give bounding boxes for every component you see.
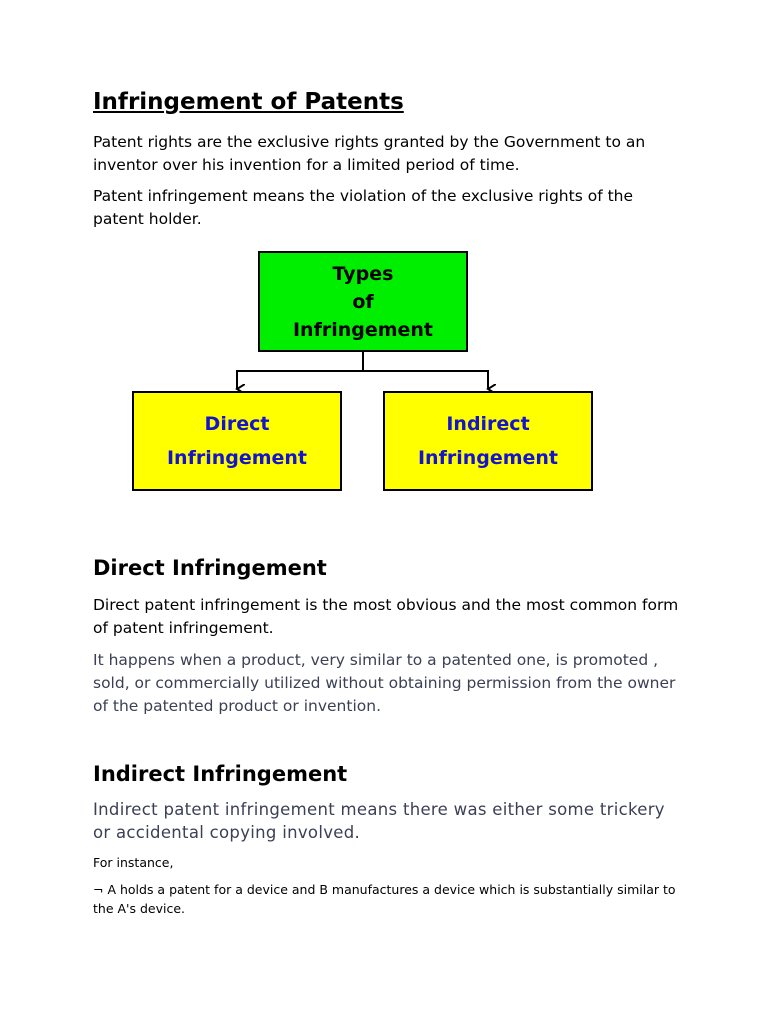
- diagram-root-box: Types of Infringement: [258, 251, 468, 352]
- diagram-indirect-box: Indirect Infringement: [383, 391, 593, 491]
- indirect-lead-paragraph: Indirect patent infringement means there…: [93, 800, 665, 842]
- example-text: ¬ A holds a patent for a device and B ma…: [93, 882, 676, 916]
- indirect-infringement-heading: Indirect Infringement: [93, 762, 348, 786]
- page-title: Infringement of Patents: [93, 89, 404, 115]
- diagram-connector-lines: [132, 352, 594, 491]
- intro-paragraph-1: Patent rights are the exclusive rights g…: [93, 133, 646, 174]
- direct-paragraph-1: Direct patent infringement is the most o…: [93, 596, 679, 637]
- infringement-types-diagram: Types of Infringement Direct Infringemen…: [132, 251, 594, 491]
- diagram-direct-box: Direct Infringement: [132, 391, 342, 491]
- intro-paragraph-2: Patent infringement means the violation …: [93, 187, 634, 228]
- direct-paragraph-2: It happens when a product, very similar …: [93, 651, 676, 715]
- for-instance-text: For instance,: [93, 855, 174, 870]
- direct-infringement-heading: Direct Infringement: [93, 556, 327, 580]
